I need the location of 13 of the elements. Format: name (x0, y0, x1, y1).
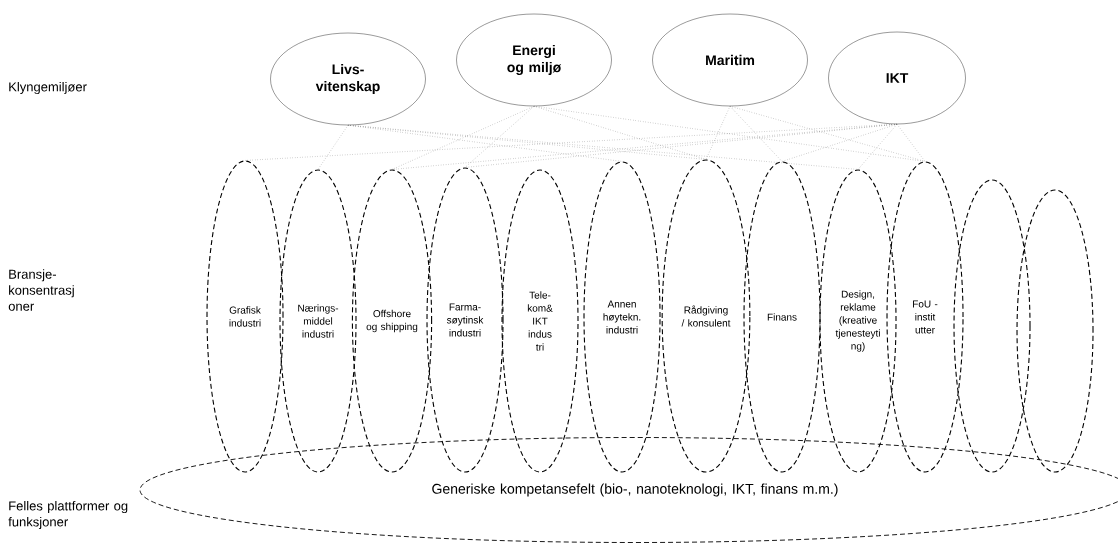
connector-line (464, 123, 898, 168)
row-label: Felles plattformer og funksjoner (8, 500, 128, 530)
connector-line (729, 105, 926, 162)
connector-line (896, 123, 926, 162)
row-label: Bransje- konsentrasj oner (8, 269, 74, 311)
connector-line (317, 124, 349, 170)
connector-line (705, 105, 731, 160)
industry-ellipse (1016, 189, 1094, 473)
row-label: Klyngemiljøer (9, 81, 87, 95)
connector-line (533, 105, 707, 160)
industry-ellipse (953, 179, 1031, 473)
connector-line (729, 105, 783, 162)
connector-line (857, 123, 898, 170)
